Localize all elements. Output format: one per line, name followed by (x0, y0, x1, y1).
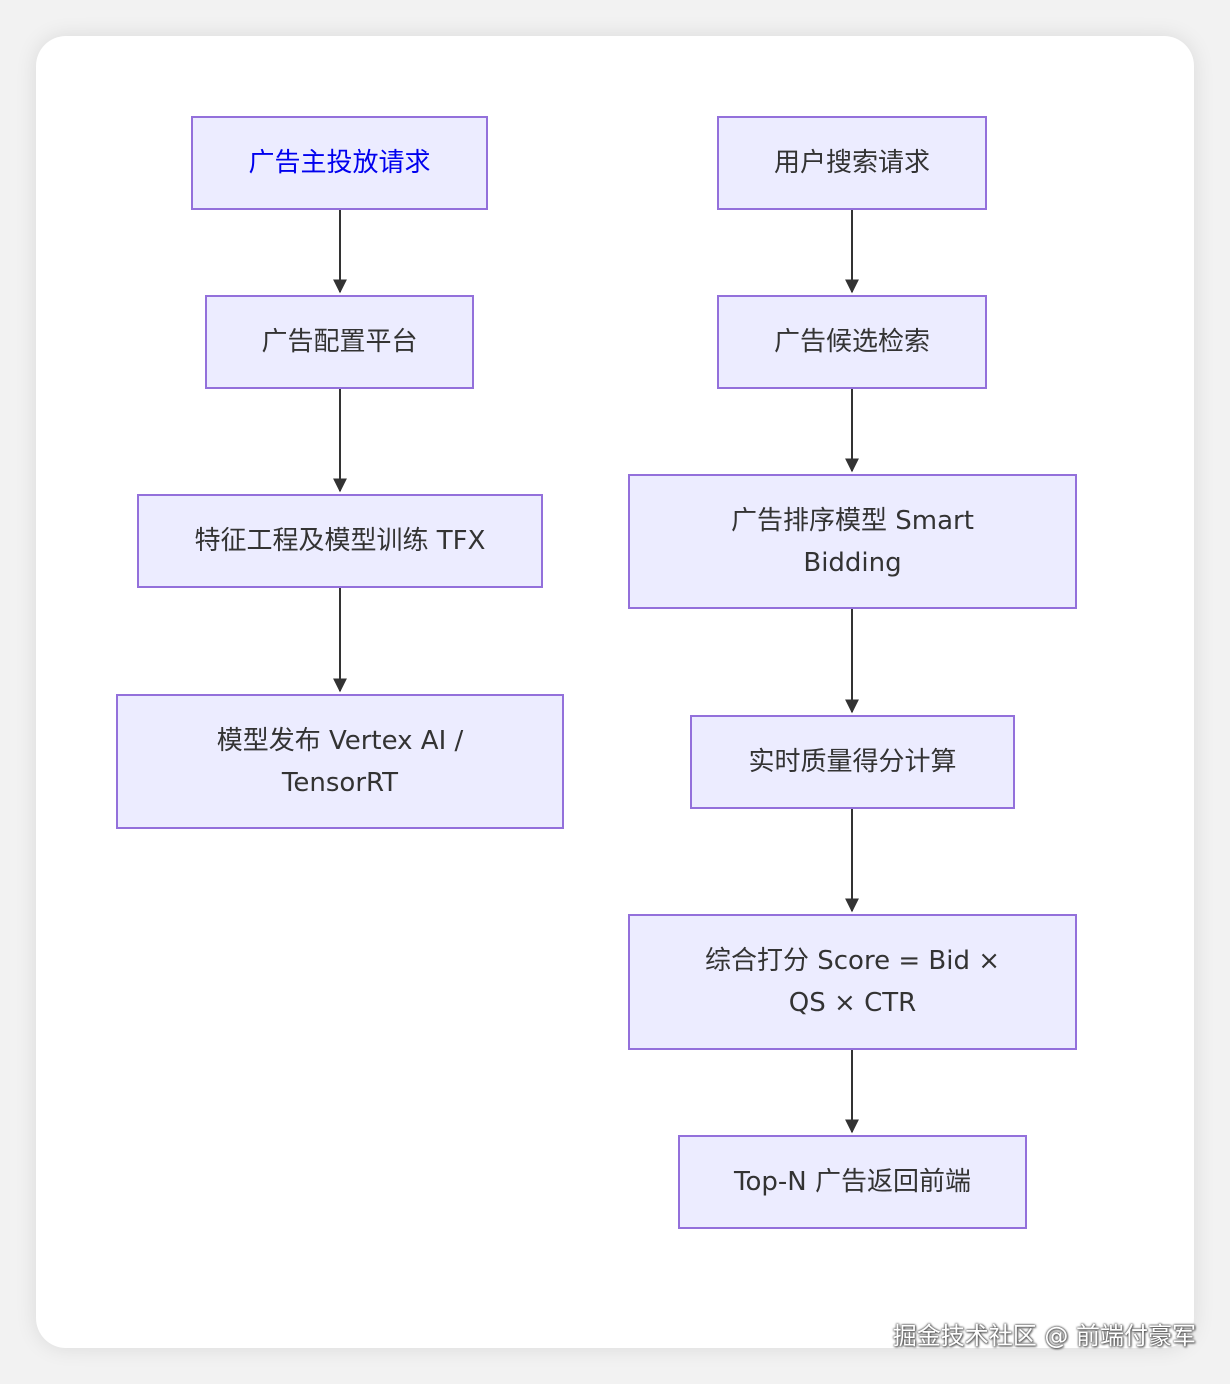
node-advertiser-request: 广告主投放请求 (191, 116, 488, 210)
node-composite-score: 综合打分 Score = Bid × QS × CTR (628, 914, 1077, 1050)
node-feature-training: 特征工程及模型训练 TFX (137, 494, 543, 588)
diagram-card (36, 36, 1194, 1348)
node-ad-config-platform: 广告配置平台 (205, 295, 474, 389)
node-ad-ranking-model: 广告排序模型 Smart Bidding (628, 474, 1077, 609)
node-quality-score: 实时质量得分计算 (690, 715, 1015, 809)
node-ad-candidate-retrieval: 广告候选检索 (717, 295, 987, 389)
watermark: 掘金技术社区 @ 前端付豪军 (892, 1322, 1196, 1350)
node-model-release: 模型发布 Vertex AI / TensorRT (116, 694, 564, 829)
node-user-search-request: 用户搜索请求 (717, 116, 987, 210)
node-top-n-return: Top-N 广告返回前端 (678, 1135, 1027, 1229)
